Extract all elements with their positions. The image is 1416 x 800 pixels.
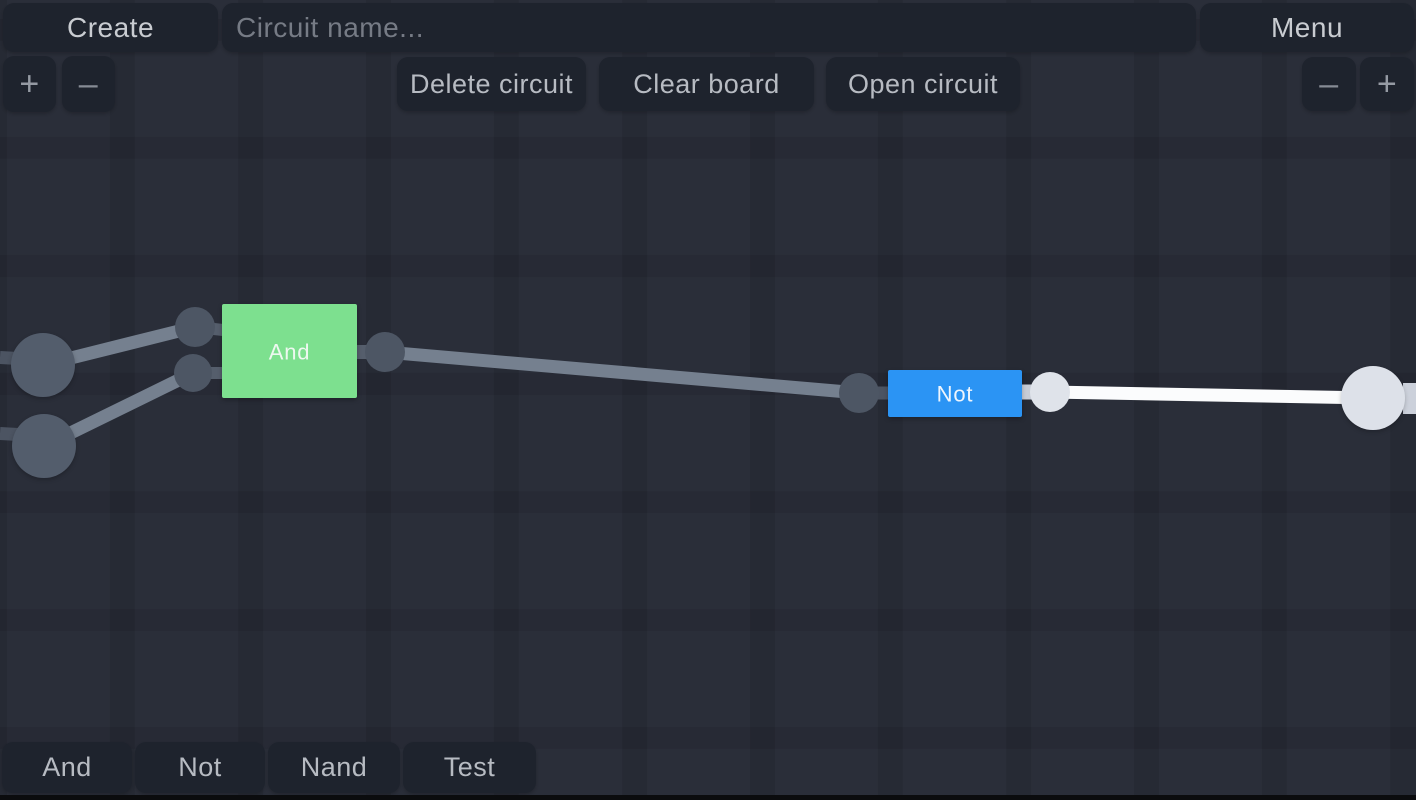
not-output-node[interactable] [1030, 372, 1070, 412]
open-circuit-button[interactable]: Open circuit [826, 57, 1020, 111]
and-input-node-b[interactable] [174, 354, 212, 392]
input-terminal-1[interactable] [11, 333, 75, 397]
bottom-system-strip [0, 795, 1416, 800]
not-input-node[interactable] [839, 373, 879, 413]
menu-button[interactable]: Menu [1200, 3, 1414, 52]
not-gate-body[interactable] [888, 370, 1022, 417]
create-button[interactable]: Create [3, 3, 218, 52]
zoom-in-button-left[interactable]: + [3, 56, 56, 112]
wire-and-to-not[interactable] [384, 345, 860, 400]
output-terminal[interactable] [1341, 366, 1405, 430]
zoom-out-button-left[interactable]: – [62, 56, 115, 112]
delete-circuit-button[interactable]: Delete circuit [397, 57, 586, 111]
and-input-node-a[interactable] [175, 307, 215, 347]
and-gate[interactable]: And [222, 304, 357, 398]
output-edge-stub [1403, 383, 1416, 414]
circuit-name-input[interactable] [222, 3, 1196, 52]
and-output-node[interactable] [365, 332, 405, 372]
palette-item-nand[interactable]: Nand [268, 742, 400, 793]
and-gate-body[interactable] [222, 304, 357, 398]
not-gate-label: Not [937, 382, 974, 407]
palette-item-test[interactable]: Test [403, 742, 536, 793]
zoom-in-button-right[interactable]: + [1360, 57, 1414, 111]
input-terminal-2[interactable] [12, 414, 76, 478]
not-gate[interactable]: Not [888, 370, 1022, 417]
palette-item-not[interactable]: Not [135, 742, 265, 793]
palette-item-and[interactable]: And [2, 742, 132, 793]
zoom-out-button-right[interactable]: – [1302, 57, 1356, 111]
wire-not-to-output[interactable] [1049, 385, 1374, 405]
and-gate-label: And [269, 340, 311, 365]
clear-board-button[interactable]: Clear board [599, 57, 814, 111]
